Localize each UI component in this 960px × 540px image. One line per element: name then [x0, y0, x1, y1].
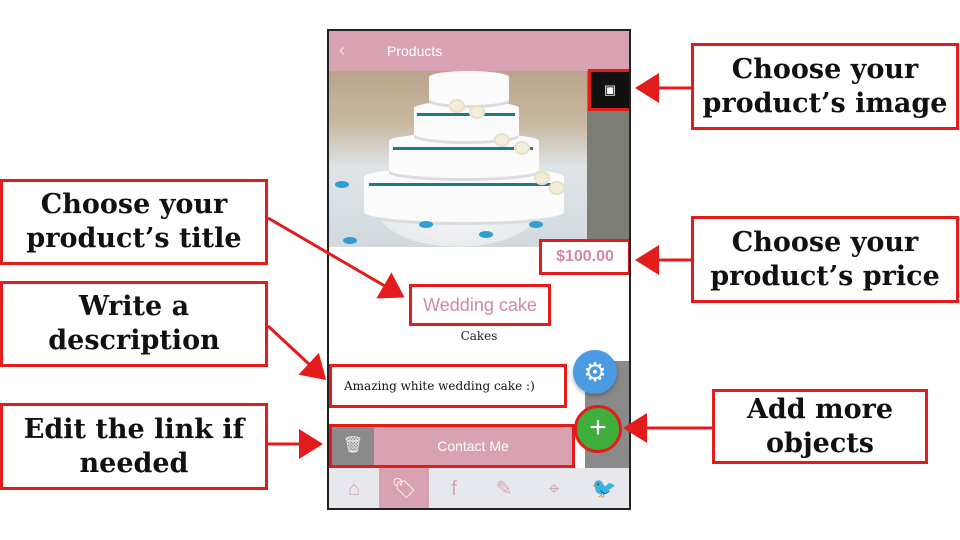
tab-bar: ⌂ 🏷 f ✎ ⌖ 🐦 — [329, 468, 629, 508]
product-description[interactable]: Amazing white wedding cake :) — [329, 364, 567, 408]
edit-icon[interactable]: ✎ — [495, 478, 513, 500]
arrow-title — [267, 216, 405, 299]
back-icon[interactable]: ‹ — [339, 40, 345, 60]
contact-button[interactable]: Contact Me — [437, 438, 509, 454]
twitter-icon[interactable]: 🐦 — [591, 478, 617, 500]
app-bar: ‹ Products — [329, 31, 629, 71]
product-category[interactable]: Cakes — [460, 329, 498, 343]
add-object-button[interactable]: + — [574, 405, 622, 453]
product-title[interactable]: Wedding cake — [409, 284, 551, 326]
phone-screen: ‹ Products ▣ $100.00 Wedding cake Cakes … — [327, 29, 631, 510]
product-image[interactable] — [329, 71, 587, 247]
product-price[interactable]: $100.00 — [539, 239, 629, 275]
tag-icon[interactable]: 🏷 — [379, 468, 429, 508]
facebook-icon[interactable]: f — [451, 478, 457, 500]
trash-icon[interactable]: 🗑 — [332, 427, 374, 465]
app-title: Products — [387, 43, 443, 59]
arrow-description — [266, 324, 327, 381]
contact-row: 🗑 Contact Me — [329, 424, 575, 468]
camera-icon[interactable]: ▣ — [588, 69, 629, 111]
gear-icon[interactable]: ⚙ — [573, 350, 617, 394]
home-icon[interactable]: ⌂ — [347, 478, 361, 500]
map-pin-icon[interactable]: ⌖ — [548, 478, 560, 500]
